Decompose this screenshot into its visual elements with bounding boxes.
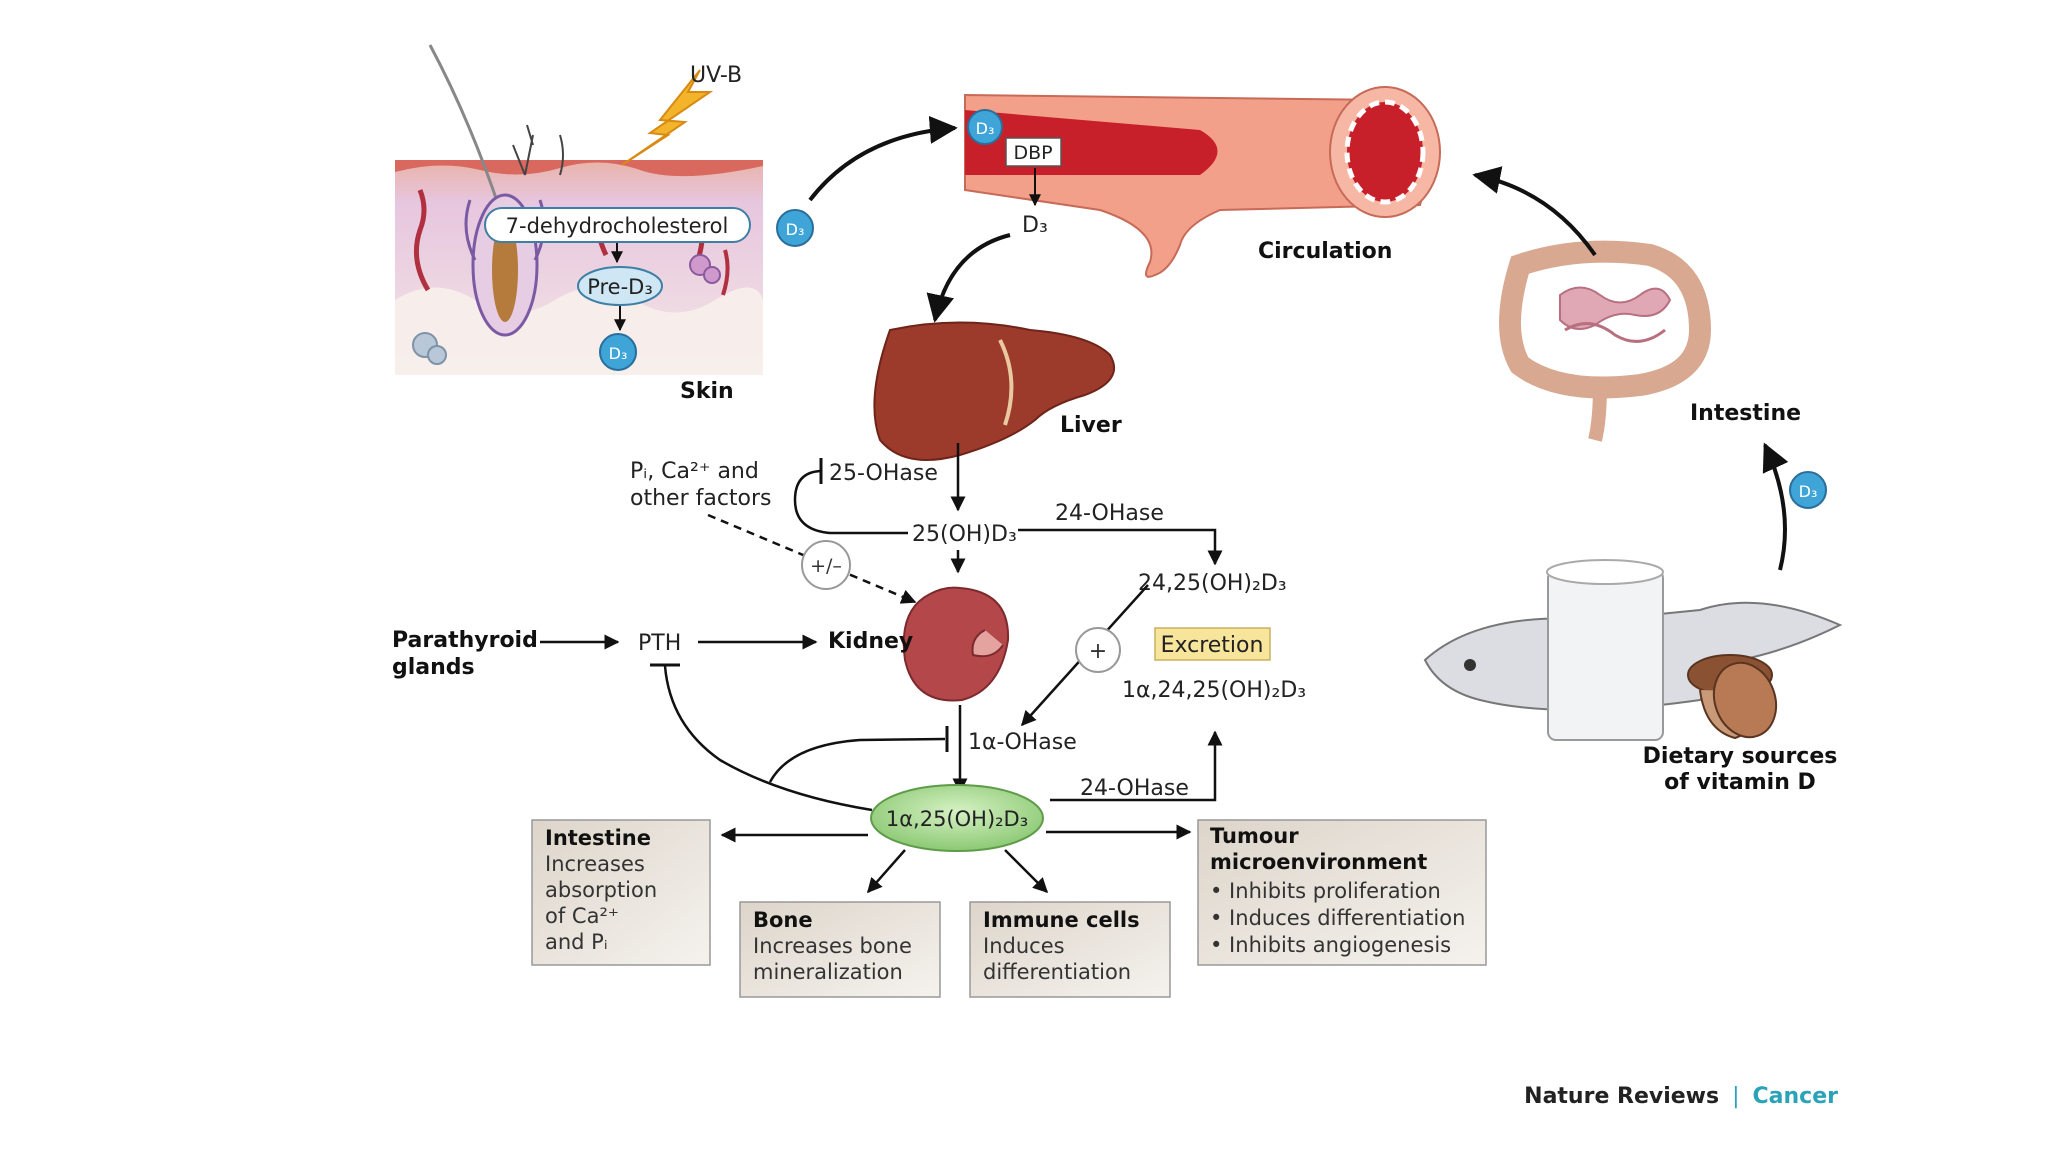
factors-label-line2: other factors [630, 486, 772, 511]
arrow-intestine-to-circulation [1472, 166, 1597, 257]
immune-box-line1: Induces [983, 934, 1065, 958]
tumour-box-line2: • Induces differentiation [1210, 906, 1465, 930]
tumour-microenvironment-box: Tumour microenvironment • Inhibits proli… [1197, 819, 1487, 966]
intestine-illustration [1499, 240, 1712, 442]
plus-label: + [1089, 639, 1107, 664]
plus-minus-label: +/– [810, 555, 842, 577]
uv-b-label: UV-B [690, 63, 742, 88]
immune-box-line2: differentiation [983, 960, 1131, 984]
ohase1a-label: 1α-OHase [968, 730, 1077, 755]
d3-label-circulation: D₃ [976, 119, 995, 138]
dietary-label-line2: of vitamin D [1664, 770, 1816, 795]
dbp-box [1005, 137, 1062, 167]
arrow-circulation-to-liver [926, 233, 1011, 323]
pre-d3-pill [577, 266, 663, 306]
oh2425d3-label: 24,25(OH)₂D₃ [1138, 571, 1287, 596]
tumour-box-title-line1: Tumour [1210, 824, 1299, 848]
dietary-label-line1: Dietary sources [1643, 744, 1838, 769]
circulation-label: Circulation [1258, 239, 1392, 264]
feedback-loop-25oh [793, 469, 908, 535]
tumour-box-line1: • Inhibits proliferation [1210, 879, 1441, 903]
tumour-box-title-line2: microenvironment [1210, 850, 1427, 874]
d3-label-skin: D₃ [609, 344, 628, 363]
d3-bubble-skin-out [776, 209, 814, 247]
liver-illustration [873, 321, 1116, 461]
d3-released-label: D₃ [1022, 213, 1048, 238]
oh1a2425d3-label: 1α,24,25(OH)₂D₃ [1122, 678, 1306, 703]
bone-box-title: Bone [753, 908, 813, 932]
skin-label: Skin [680, 379, 734, 404]
arrow-calcitriol-to-immune-box [1004, 849, 1049, 894]
dietary-sources-illustration [1423, 559, 1843, 741]
intestine-box-line1: Increases [545, 852, 645, 876]
arrow-diet-to-intestine [1762, 442, 1789, 571]
immune-cells-effect-box: Immune cells Induces differentiation [969, 901, 1171, 998]
oh25d3-label: 25(OH)D₃ [912, 522, 1017, 547]
ohase25-label: 25-OHase [829, 461, 938, 486]
intestine-box-line2: absorption [545, 878, 657, 902]
footer-section: Cancer [1753, 1084, 1839, 1109]
parathyroid-label-line2: glands [392, 655, 475, 680]
excretion-label: Excretion [1161, 633, 1264, 658]
liver-label: Liver [1060, 413, 1122, 438]
bone-box-line1: Increases bone [753, 934, 912, 958]
pth-label: PTH [638, 631, 681, 656]
ohase24-bottom-label: 24-OHase [1080, 776, 1189, 801]
dbp-label: DBP [1013, 142, 1052, 164]
intestine-box-line3: of Ca²⁺ [545, 904, 619, 928]
intestine-box-title: Intestine [545, 826, 651, 850]
pre-d3-label: Pre-D₃ [587, 275, 653, 299]
arrow-25oh-to-2425 [1018, 528, 1223, 566]
excretion-box [1154, 627, 1271, 661]
intestine-label: Intestine [1690, 401, 1801, 426]
blood-vessel-illustration [964, 86, 1441, 278]
d3-bubble-skin [599, 333, 637, 371]
uv-b-lightning-icon [621, 69, 714, 166]
calcitriol-label: 1α,25(OH)₂D₃ [886, 807, 1028, 831]
calcitriol-ellipse [870, 784, 1044, 852]
kidney-label: Kidney [828, 629, 913, 654]
arrow-calcitriol-to-1a2425 [1050, 730, 1223, 802]
arrow-skin-to-circulation [808, 115, 958, 202]
dehydrocholesterol-label: 7-dehydrocholesterol [506, 214, 729, 238]
arrow-calcitriol-to-bone-box [867, 849, 906, 894]
kidney-illustration [902, 586, 1010, 702]
ohase24-top-label: 24-OHase [1055, 501, 1164, 526]
bone-effect-box: Bone Increases bone mineralization [739, 901, 941, 998]
plus-regulation-circle [1075, 627, 1121, 673]
parathyroid-label-line1: Parathyroid [392, 628, 538, 653]
d3-bubble-circulation [967, 109, 1003, 145]
footer-journal: Nature Reviews [1524, 1084, 1719, 1109]
feedback-calcitriol-to-pth [663, 665, 873, 812]
tumour-box-line3: • Inhibits angiogenesis [1210, 933, 1451, 957]
factors-label-line1: Pᵢ, Ca²⁺ and [630, 459, 759, 484]
plus-minus-regulation-circle [801, 540, 851, 590]
intestine-box-line4: and Pᵢ [545, 930, 608, 954]
d3-label-diet: D₃ [1799, 482, 1818, 501]
immune-box-title: Immune cells [983, 908, 1140, 932]
intestine-effect-box: Intestine Increases absorption of Ca²⁺ a… [531, 819, 711, 966]
bone-box-line2: mineralization [753, 960, 903, 984]
dehydrocholesterol-pill [484, 207, 751, 243]
footer-credit: Nature Reviews | Cancer [1524, 1084, 1838, 1109]
d3-label-skin-out: D₃ [786, 220, 805, 239]
d3-bubble-diet [1789, 471, 1827, 509]
feedback-calcitriol-to-1aohase [768, 737, 946, 783]
footer-separator: | [1732, 1084, 1739, 1109]
